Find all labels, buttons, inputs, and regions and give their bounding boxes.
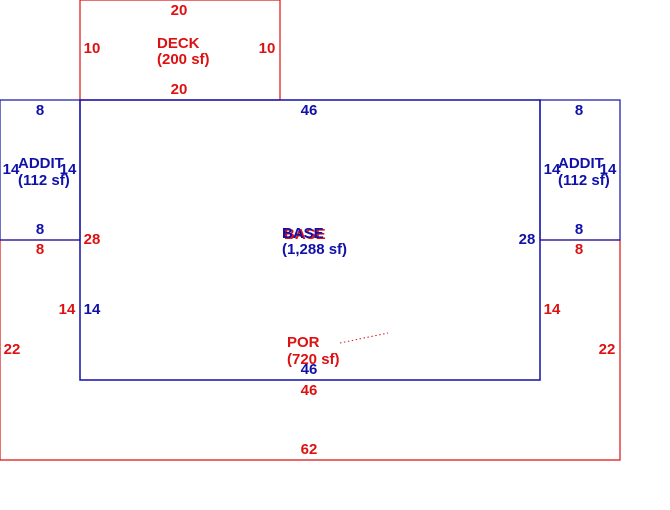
deck-bottom-dimension: 20: [171, 81, 188, 98]
deck-top-dimension: 20: [171, 2, 188, 19]
addition-right-bottom-dimension: 8: [575, 221, 583, 238]
base-left-lower-dimension: 14: [84, 301, 101, 318]
base-right-dimension: 28: [519, 231, 536, 248]
porch-right-upper-dimension: 8: [575, 241, 583, 258]
deck-left-dimension: 10: [84, 40, 101, 57]
porch-area: (720 sf): [287, 351, 340, 368]
deck-right-dimension: 10: [259, 40, 276, 57]
porch-label: POR: [287, 334, 320, 351]
base-outline: [79, 99, 541, 381]
addition-left-bottom-dimension: 8: [36, 221, 44, 238]
base-right-lower-dimension: 14: [544, 301, 561, 318]
base-top-dimension: 46: [301, 102, 318, 119]
addition-right-top-dimension: 8: [575, 102, 583, 119]
base-bottom-dimension: 46: [301, 361, 318, 378]
addition-left-label: ADDIT: [18, 155, 64, 172]
addition-right-right-dimension: 14: [600, 161, 617, 178]
porch-right-outer-dimension: 22: [599, 341, 616, 358]
base-left-dimension: 28: [84, 231, 101, 248]
base-label: BASE: [282, 225, 324, 242]
addition-left-top-dimension: 8: [36, 102, 44, 119]
addition-left-left-dimension: 14: [3, 161, 20, 178]
porch-left-outer-dimension: 22: [4, 341, 21, 358]
base-area: (1,288 sf): [282, 241, 347, 258]
porch-left-mid-dimension: 14: [59, 301, 76, 318]
addition-left-area: (112 sf): [18, 172, 70, 189]
porch-left-upper-dimension: 8: [36, 241, 44, 258]
addition-right-left-dimension: 14: [544, 161, 561, 178]
deck-area: (200 sf): [157, 51, 210, 68]
porch-outer-bottom-dimension: 62: [301, 441, 318, 458]
addition-right-area: (112 sf): [558, 172, 610, 189]
porch-inner-bottom-dimension: 46: [301, 382, 318, 399]
addition-left-right-dimension: 14: [60, 161, 77, 178]
addition-right-label: ADDIT: [558, 155, 604, 172]
base-label-overlap: BASE: [284, 226, 326, 243]
porch-leader-line: [339, 332, 389, 344]
deck-label: DECK: [157, 35, 200, 52]
